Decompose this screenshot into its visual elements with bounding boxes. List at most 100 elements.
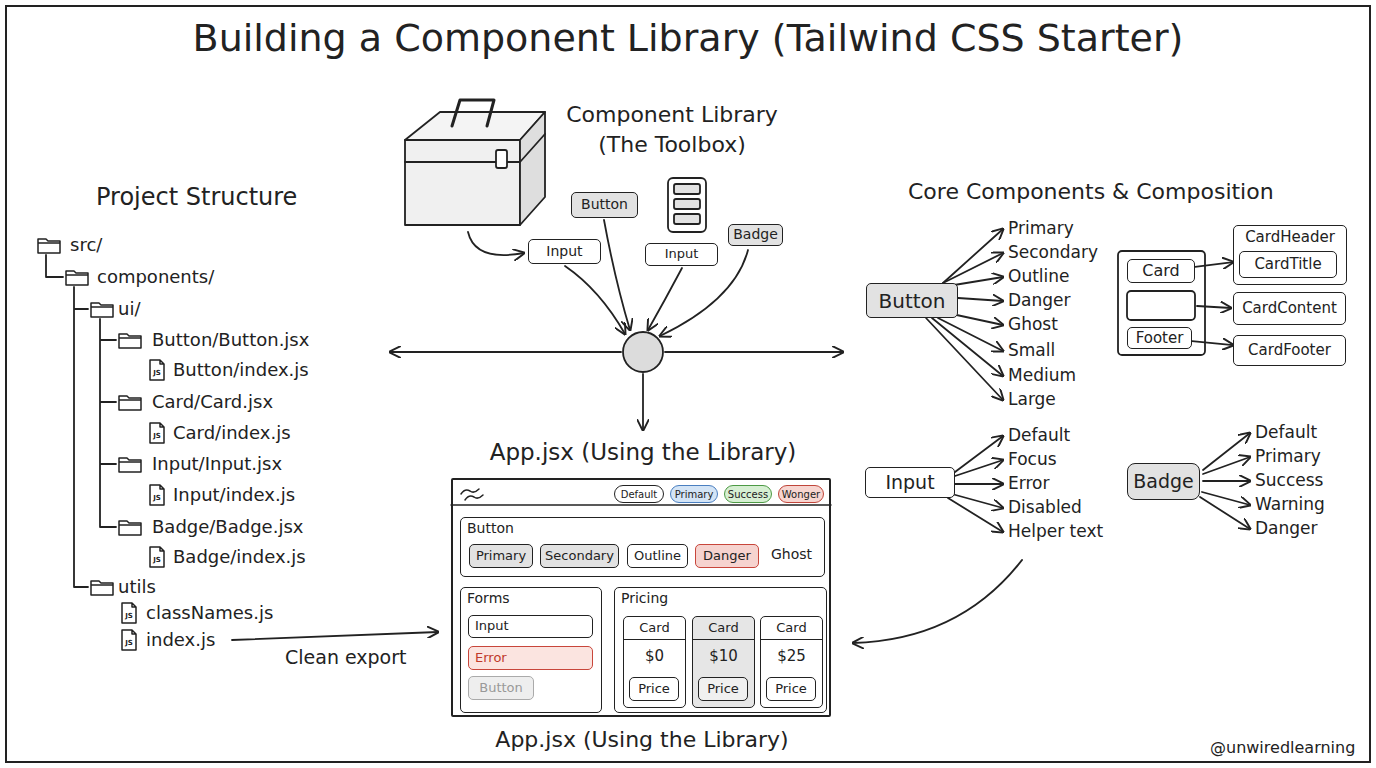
node-text: Card xyxy=(761,617,822,640)
node-subtext: $10 xyxy=(693,648,754,665)
flow-arrow xyxy=(665,351,843,353)
file-badge: JS xyxy=(153,494,161,502)
stack-icon xyxy=(668,178,706,232)
usage-arrow xyxy=(853,560,1022,643)
section-heading: Project Structure xyxy=(96,184,297,212)
price-button: Price xyxy=(698,677,748,701)
variant-label: Success xyxy=(1255,471,1323,491)
tree-folder: Card/Card.jsx xyxy=(152,392,273,413)
file-icon xyxy=(150,360,164,380)
file-badge: JS xyxy=(125,612,133,620)
node-text: Badge xyxy=(1133,471,1194,492)
status-pill: Wonger xyxy=(778,485,824,503)
toolbox-handle xyxy=(452,100,494,126)
pricing-card: Card$0Price xyxy=(623,616,686,708)
logo-mark xyxy=(461,489,483,500)
connector-arrow xyxy=(1192,341,1233,345)
variant-label: Outline xyxy=(1008,267,1070,287)
file-badge: JS xyxy=(153,432,161,440)
stack-row xyxy=(674,184,700,194)
node-text: CardContent xyxy=(1242,300,1337,317)
demo-button: Outline xyxy=(627,544,688,568)
fan-arrow xyxy=(955,460,1003,476)
node-subtext: $25 xyxy=(761,648,822,665)
composition-box: Card xyxy=(1127,259,1195,283)
composition-box: CardFooter xyxy=(1233,335,1346,366)
node-text: Pricing xyxy=(621,591,668,606)
component-chip: Input xyxy=(528,239,601,264)
card-body-box xyxy=(1127,291,1195,320)
diagram-title: Building a Component Library (Tailwind C… xyxy=(0,16,1376,60)
price-button: Price xyxy=(629,677,679,701)
flow-arrow xyxy=(390,351,621,353)
price-button: Price xyxy=(766,677,816,701)
tree-folder: Button/Button.jsx xyxy=(152,330,309,351)
export-arrow xyxy=(232,632,438,640)
node-text: Badge xyxy=(733,227,778,242)
card-frame xyxy=(1118,251,1205,355)
node-text: Outline xyxy=(634,549,681,563)
node-text: Success xyxy=(728,489,768,500)
tree-line xyxy=(74,287,88,587)
node-text: Input xyxy=(546,244,582,259)
fan-arrow xyxy=(938,318,1003,351)
file-icon xyxy=(122,630,136,650)
fan-arrow xyxy=(955,483,1003,485)
node-text: Primary xyxy=(476,549,526,563)
tree-file: Badge/index.js xyxy=(173,547,306,568)
pricing-card: Card $25Price xyxy=(760,616,823,708)
text-input: Error xyxy=(468,646,593,670)
node-text: Card xyxy=(1142,262,1179,280)
folder-icon xyxy=(91,303,113,317)
variant-label: Default xyxy=(1008,426,1070,446)
variant-label: Danger xyxy=(1008,291,1071,311)
connector-arrow xyxy=(1195,262,1233,267)
variant-label: Disabled xyxy=(1008,498,1082,518)
status-pill: Default xyxy=(614,485,664,503)
variant-label: Primary xyxy=(1255,447,1321,467)
pricing-card: Card $10Price xyxy=(692,616,755,708)
variant-label: Focus xyxy=(1008,450,1057,470)
node-text: Input xyxy=(475,619,509,633)
fan-arrow xyxy=(1197,306,1231,308)
component-chip: Input xyxy=(645,243,718,266)
demo-button: Danger xyxy=(695,544,759,568)
node-text: Primary xyxy=(675,489,714,500)
variant-label: Medium xyxy=(1008,366,1076,386)
flow-arrow xyxy=(642,374,644,430)
component-box: Button xyxy=(866,283,958,318)
composition-box: CardHeaderCardTitle xyxy=(1233,225,1347,285)
node-text: Price xyxy=(707,682,739,696)
fan-arrow xyxy=(1200,497,1250,529)
file-badge: JS xyxy=(153,556,161,564)
disabled-button: Button xyxy=(468,676,534,700)
variant-label: Error xyxy=(1008,474,1049,494)
stack-row xyxy=(674,199,700,209)
app-panel: App.jsx (Using the Library)DefaultPrimar… xyxy=(451,478,831,717)
library-label: Component Library (The Toolbox) xyxy=(552,100,792,160)
panel-header-line xyxy=(451,504,831,506)
node-text: Card xyxy=(693,617,754,640)
panel-caption: App.jsx (Using the Library) xyxy=(495,727,788,752)
file-icon xyxy=(122,603,136,623)
component-chip: Button xyxy=(571,192,638,218)
fan-arrow xyxy=(1203,480,1250,482)
file-badge: JS xyxy=(153,369,161,377)
tree-file: Input/index.js xyxy=(173,485,295,506)
folder-icon xyxy=(91,581,113,595)
node-text: Error xyxy=(475,651,507,665)
folder-icon xyxy=(119,334,141,348)
variant-label: Danger xyxy=(1255,519,1318,539)
fan-arrow xyxy=(943,229,1003,283)
demo-section: ButtonGhostPrimarySecondaryOutlineDanger xyxy=(460,517,825,577)
node-text: Danger xyxy=(703,549,751,563)
node-text: Footer xyxy=(1136,330,1184,347)
tree-file: Button/index.js xyxy=(173,360,309,381)
status-pill: Success xyxy=(724,485,772,503)
tree-file: classNames.js xyxy=(146,603,273,624)
variant-label: Warning xyxy=(1255,495,1325,515)
component-box: Input xyxy=(865,467,955,498)
node-text: CardHeader xyxy=(1234,229,1346,246)
fan-arrow xyxy=(955,436,1003,472)
